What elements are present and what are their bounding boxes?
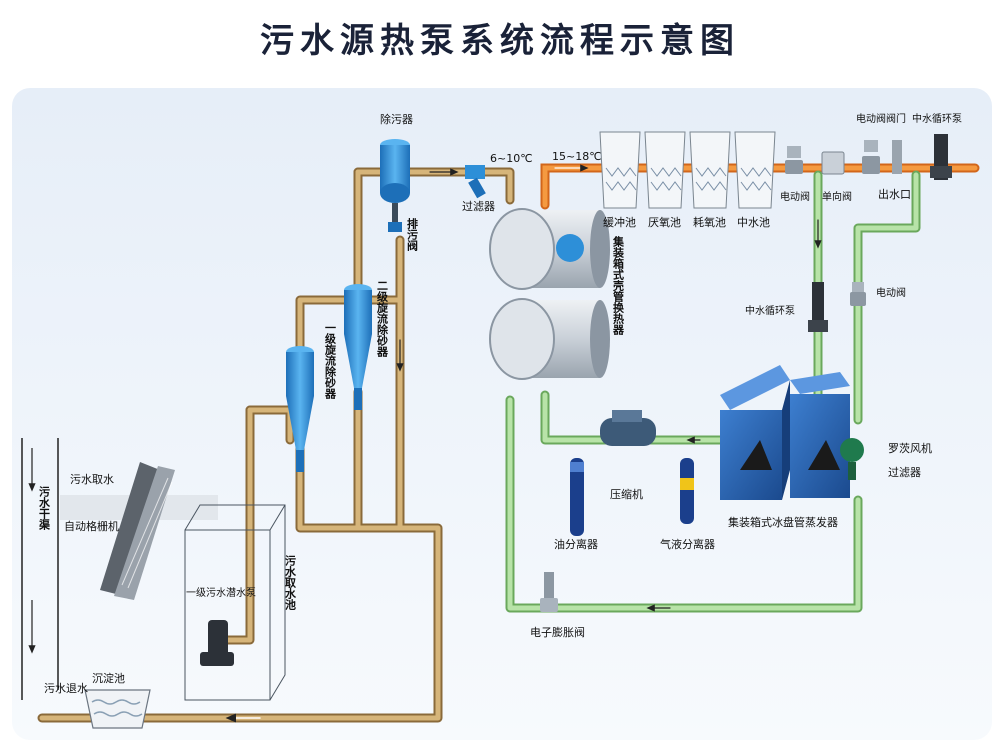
exchanger-label: 集装箱式壳管换热器	[612, 235, 626, 336]
settling-label: 沉淀池	[92, 671, 125, 685]
screen-label: 自动格栅机	[64, 519, 119, 533]
sewage-canal: 污水干渠	[21, 438, 59, 700]
anaerobic-label: 厌氧池	[648, 215, 681, 229]
compressor	[600, 410, 656, 446]
shell-tube-exchanger	[489, 208, 610, 380]
canal-label: 污水干渠	[38, 485, 51, 531]
circulation-pump-mid	[808, 282, 828, 332]
oil-sep-label: 油分离器	[554, 537, 598, 551]
gate-label: 阀门	[886, 112, 906, 125]
blower-label: 罗茨风机	[888, 441, 932, 455]
motorized-valve-3	[850, 282, 866, 306]
exp-valve-label: 电子膨胀阀	[530, 625, 585, 639]
oil-separator	[570, 458, 584, 536]
buffer-label: 缓冲池	[603, 215, 636, 229]
dirt-label: 除污器	[380, 112, 413, 126]
intake-pool	[184, 504, 286, 701]
sep2-label: 二级旋流除砂器	[376, 280, 390, 358]
intake-label: 污水取水	[70, 473, 114, 486]
settling-tank	[84, 689, 151, 729]
cyclone-separator-2	[344, 284, 372, 410]
motorized-valve-1	[785, 146, 803, 174]
reclaimed-label: 中水池	[737, 216, 770, 229]
cyclone-separator-1	[286, 346, 314, 472]
anoxic-label: 耗氧池	[693, 215, 726, 229]
ev1-label: 电动阀	[780, 190, 810, 203]
diagram-title: 污水源热泵系统流程示意图	[260, 21, 740, 61]
pump2-mid-label: 中水循环泵	[745, 304, 795, 317]
ev3-label: 电动阀	[876, 286, 906, 299]
pool-label: 污水取水池	[284, 554, 297, 611]
y-strainer	[465, 165, 486, 199]
electronic-expansion-valve	[540, 572, 558, 612]
check-label: 单向阀	[822, 190, 852, 203]
temp-in-label: 6~10℃	[490, 152, 533, 165]
circulation-pump-top	[930, 134, 952, 180]
roots-blower	[840, 438, 864, 480]
ice-coil-evaporator	[720, 365, 850, 500]
gate-valve	[892, 140, 902, 174]
treatment-tanks	[599, 131, 776, 209]
submersible-pump	[200, 620, 234, 666]
gas-liquid-separator	[680, 458, 694, 524]
sep1-label: 一级旋流除砂器	[324, 322, 338, 400]
evaporator-label: 集装箱式冰盘管蒸发器	[728, 515, 838, 529]
loop-pipes	[505, 170, 921, 613]
auto-bar-screen	[60, 462, 218, 600]
gas-sep-label: 气液分离器	[660, 537, 715, 551]
motorized-valve-2	[862, 140, 880, 174]
temp-out-label: 15~18℃	[552, 150, 602, 163]
compressor-label: 压缩机	[610, 487, 643, 501]
diagram-panel	[12, 88, 992, 740]
filter-label: 过滤器	[462, 200, 495, 213]
drain-valve-label: 排污阀	[406, 217, 419, 252]
check-valve	[821, 151, 845, 175]
pump2-top-label: 中水循环泵	[912, 112, 962, 125]
ev2-label: 电动阀	[856, 112, 886, 125]
outlet-label: 出水口	[878, 187, 911, 201]
outfall-label: 污水退水	[44, 682, 88, 695]
pump-label: 一级污水潜水泵	[186, 586, 256, 599]
filter2-label: 过滤器	[888, 466, 921, 479]
dirt-separator	[380, 139, 410, 232]
